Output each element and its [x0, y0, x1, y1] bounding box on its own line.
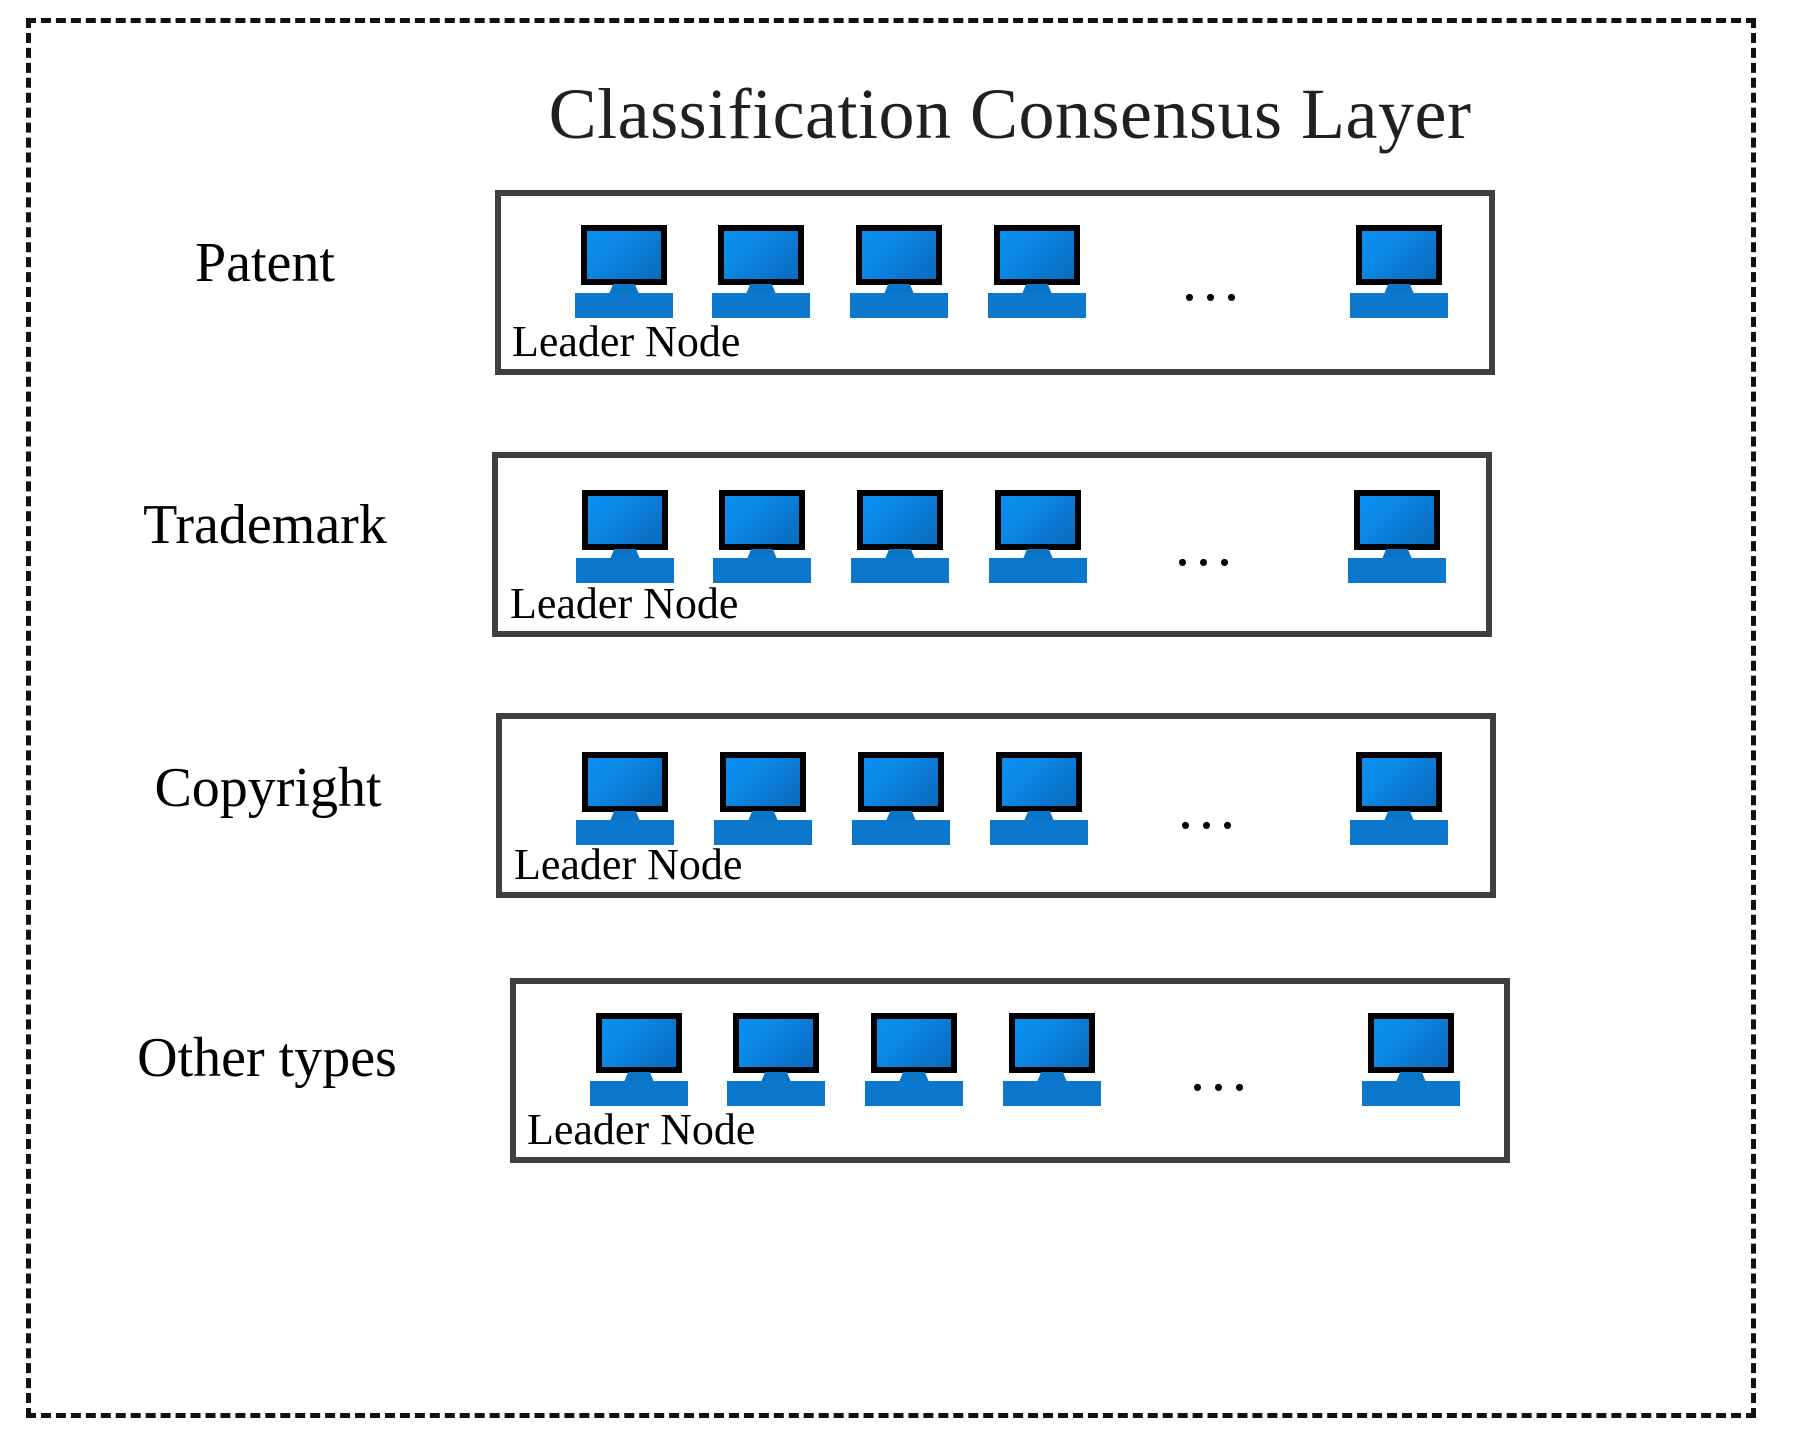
computer-node-icon[interactable]: [713, 490, 811, 583]
computer-node-icon[interactable]: [576, 490, 674, 583]
computer-node-icon[interactable]: [852, 752, 950, 845]
computer-node-icon[interactable]: [990, 752, 1088, 845]
row-label-patent: Patent: [195, 232, 335, 294]
monitor-stand: [1384, 284, 1414, 294]
monitor-stand: [1023, 549, 1053, 559]
computer-node-icon[interactable]: [575, 225, 673, 318]
computer-base: [990, 820, 1088, 845]
ellipsis-patent: ...: [1182, 247, 1245, 313]
monitor-stand: [899, 1072, 929, 1082]
row-label-trademark: Trademark: [143, 494, 387, 556]
computer-node-icon[interactable]: [1362, 1013, 1460, 1106]
monitor-stand: [624, 1072, 654, 1082]
computer-node-icon[interactable]: [1348, 490, 1446, 583]
computer-base: [590, 1081, 688, 1106]
monitor-stand: [610, 549, 640, 559]
computer-node-icon[interactable]: [865, 1013, 963, 1106]
computer-base: [713, 558, 811, 583]
row-label-other-types: Other types: [137, 1027, 397, 1089]
computer-base: [865, 1081, 963, 1106]
monitor-screen: [581, 225, 667, 285]
monitor-screen: [1356, 752, 1442, 812]
computer-node-icon[interactable]: [1350, 225, 1448, 318]
monitor-screen: [856, 225, 942, 285]
computer-base: [1003, 1081, 1101, 1106]
monitor-stand: [885, 549, 915, 559]
monitor-stand: [1384, 811, 1414, 821]
monitor-stand: [748, 811, 778, 821]
computer-node-icon[interactable]: [850, 225, 948, 318]
page-title: Classification Consensus Layer: [548, 74, 1472, 154]
computer-node-icon[interactable]: [576, 752, 674, 845]
monitor-screen: [996, 752, 1082, 812]
monitor-stand: [746, 284, 776, 294]
monitor-stand: [1022, 284, 1052, 294]
computer-base: [988, 293, 1086, 318]
monitor-screen: [720, 752, 806, 812]
monitor-screen: [733, 1013, 819, 1073]
computer-base: [727, 1081, 825, 1106]
computer-node-icon[interactable]: [988, 225, 1086, 318]
ellipsis-other-types: ...: [1190, 1037, 1253, 1103]
monitor-stand: [609, 284, 639, 294]
monitor-stand: [610, 811, 640, 821]
computer-base: [712, 293, 810, 318]
monitor-screen: [582, 752, 668, 812]
monitor-screen: [871, 1013, 957, 1073]
computer-base: [576, 558, 674, 583]
monitor-screen: [994, 225, 1080, 285]
computer-base: [852, 820, 950, 845]
computer-base: [576, 820, 674, 845]
leader-node-label-other-types: Leader Node: [527, 1105, 756, 1154]
computer-node-icon[interactable]: [1003, 1013, 1101, 1106]
computer-node-icon[interactable]: [590, 1013, 688, 1106]
monitor-stand: [747, 549, 777, 559]
monitor-stand: [1024, 811, 1054, 821]
monitor-screen: [1009, 1013, 1095, 1073]
computer-base: [1348, 558, 1446, 583]
monitor-screen: [1356, 225, 1442, 285]
computer-node-icon[interactable]: [989, 490, 1087, 583]
monitor-stand: [884, 284, 914, 294]
monitor-screen: [1368, 1013, 1454, 1073]
outer-dashed-boundary: [26, 18, 1756, 1418]
monitor-screen: [719, 490, 805, 550]
computer-base: [1350, 820, 1448, 845]
computer-base: [989, 558, 1087, 583]
monitor-stand: [1382, 549, 1412, 559]
monitor-stand: [1037, 1072, 1067, 1082]
computer-node-icon[interactable]: [851, 490, 949, 583]
computer-base: [1350, 293, 1448, 318]
row-label-copyright: Copyright: [154, 757, 382, 819]
ellipsis-copyright: ...: [1178, 775, 1241, 841]
monitor-screen: [582, 490, 668, 550]
leader-node-label-trademark: Leader Node: [510, 579, 739, 628]
monitor-screen: [995, 490, 1081, 550]
monitor-stand: [886, 811, 916, 821]
ellipsis-trademark: ...: [1175, 512, 1238, 578]
monitor-screen: [718, 225, 804, 285]
computer-node-icon[interactable]: [727, 1013, 825, 1106]
computer-base: [1362, 1081, 1460, 1106]
computer-node-icon[interactable]: [1350, 752, 1448, 845]
monitor-screen: [1354, 490, 1440, 550]
computer-base: [851, 558, 949, 583]
monitor-stand: [1396, 1072, 1426, 1082]
monitor-stand: [761, 1072, 791, 1082]
monitor-screen: [858, 752, 944, 812]
monitor-screen: [596, 1013, 682, 1073]
computer-base: [850, 293, 948, 318]
leader-node-label-copyright: Leader Node: [514, 840, 743, 889]
leader-node-label-patent: Leader Node: [512, 317, 741, 366]
computer-base: [714, 820, 812, 845]
computer-node-icon[interactable]: [714, 752, 812, 845]
computer-node-icon[interactable]: [712, 225, 810, 318]
monitor-screen: [857, 490, 943, 550]
computer-base: [575, 293, 673, 318]
